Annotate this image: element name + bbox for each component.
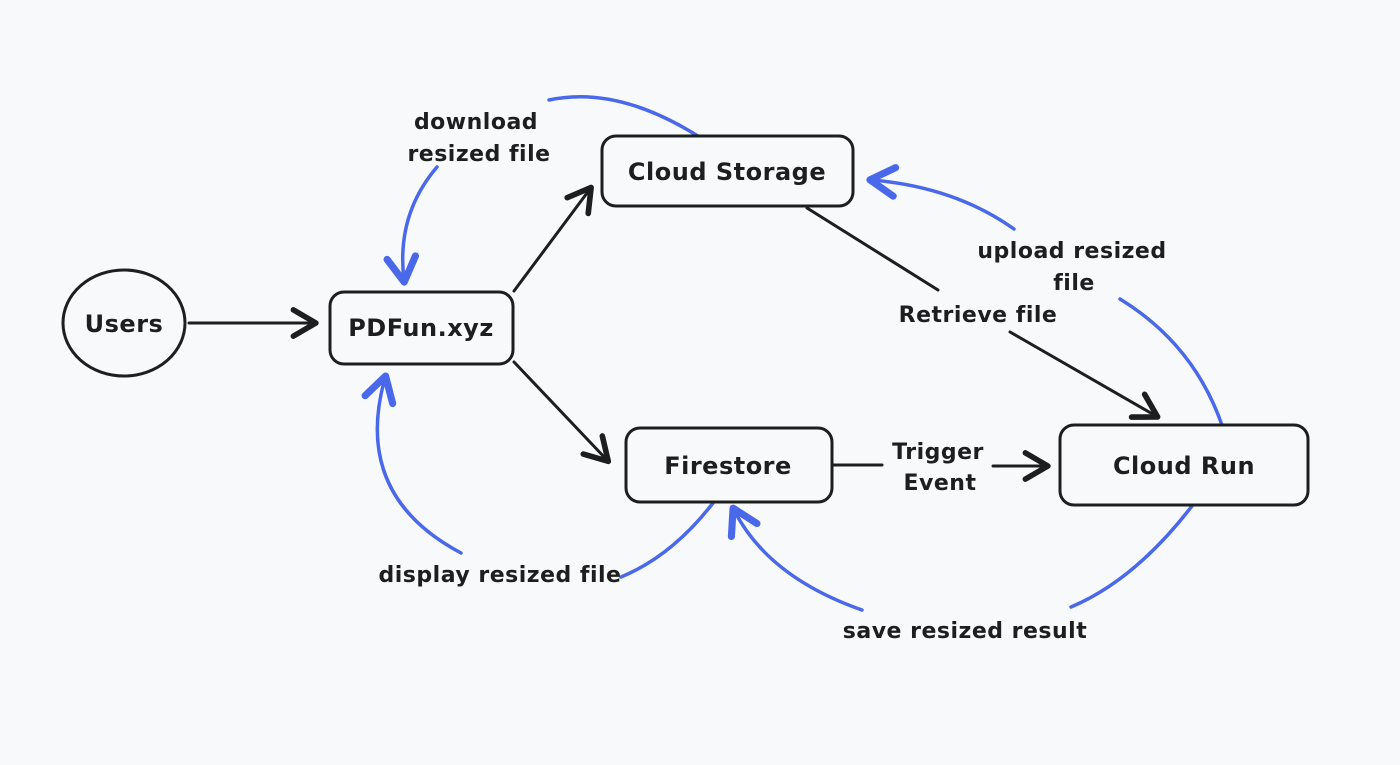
edge-label-display-resized-file: display resized file (379, 563, 622, 588)
node-firestore[interactable]: Firestore (624, 426, 834, 504)
edge-label-upload-line2: file (1053, 271, 1095, 296)
edge-display-resized-file-tail[interactable] (619, 501, 715, 579)
edge-upload-resized-file-tail[interactable] (1118, 297, 1225, 430)
edge-pdfun-to-cloud-storage[interactable] (512, 184, 594, 293)
cloud-run-rectangle[interactable] (1058, 423, 1310, 507)
edge-label-upload-line1: upload resized (977, 239, 1166, 264)
edge-pdfun-to-firestore[interactable] (512, 360, 612, 465)
node-users[interactable]: Users (61, 268, 187, 378)
node-cloud-run[interactable]: Cloud Run (1058, 423, 1310, 507)
edge-download-resized-file-tail[interactable] (547, 94, 703, 140)
edge-label-trigger-line1: Trigger (892, 440, 984, 465)
node-pdfun[interactable]: PDFun.xyz (328, 290, 515, 366)
edge-download-resized-file-head[interactable] (383, 165, 439, 286)
node-label-firestore: Firestore (664, 452, 792, 480)
pdfun-rectangle[interactable] (328, 290, 515, 366)
edge-save-resized-result-head[interactable] (727, 504, 864, 612)
edge-cloud-storage-to-cloud-run-tail[interactable] (805, 206, 940, 292)
node-cloud-storage[interactable]: Cloud Storage (600, 134, 855, 208)
edge-label-retrieve-file: Retrieve file (899, 303, 1058, 328)
edge-label-download-line2: resized file (407, 142, 550, 167)
node-label-cloud-run: Cloud Run (1113, 452, 1255, 480)
edge-display-resized-file-head[interactable] (361, 372, 463, 555)
edge-upload-resized-file-head[interactable] (866, 164, 1016, 231)
edge-label-trigger-line2: Event (904, 471, 977, 496)
edge-label-download-line1: download (414, 110, 538, 135)
edge-label-save-resized-result: save resized result (843, 619, 1088, 644)
node-label-cloud-storage: Cloud Storage (628, 158, 826, 186)
node-label-users: Users (85, 310, 164, 338)
edge-save-resized-result-tail[interactable] (1069, 504, 1194, 609)
edge-cloud-storage-to-cloud-run-head[interactable] (1008, 330, 1161, 420)
cloud-storage-rectangle[interactable] (600, 134, 855, 208)
users-ellipse[interactable] (61, 268, 187, 378)
node-label-pdfun: PDFun.xyz (348, 314, 494, 342)
firestore-rectangle[interactable] (624, 426, 834, 504)
